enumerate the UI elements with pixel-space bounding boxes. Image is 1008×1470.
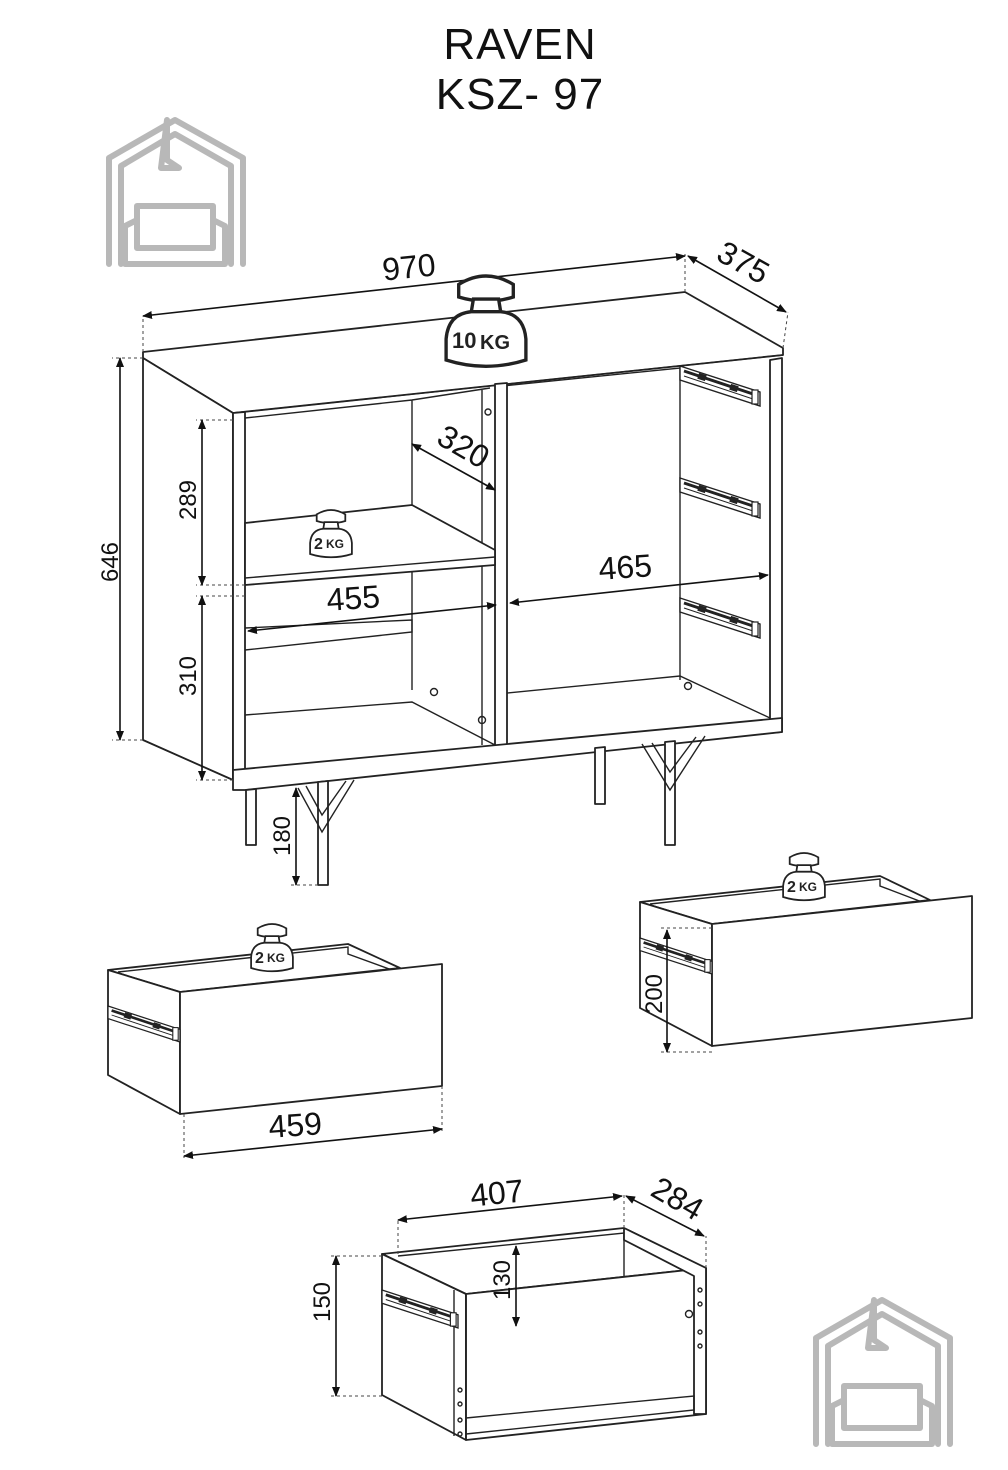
lower-compartment-height-label: 310 — [175, 656, 202, 696]
drawer-box-width-label: 407 — [468, 1172, 525, 1213]
title-block: RAVEN KSZ- 97 — [0, 20, 1008, 120]
drawer-box — [330, 1192, 707, 1441]
top-weight-number: 10 — [452, 328, 476, 353]
product-name: RAVEN — [443, 20, 597, 69]
drawer-inner-height-label: 130 — [489, 1260, 516, 1300]
shelf-weight-number: 2 — [314, 536, 323, 553]
drawer-slide-icon — [678, 364, 762, 408]
house-sofa-logo-icon — [813, 1297, 953, 1447]
drawer-slide-icon — [678, 476, 762, 520]
shelf-depth-label: 320 — [431, 418, 495, 476]
leg-height-label: 180 — [269, 816, 296, 856]
drawer-box-depth-label: 284 — [645, 1170, 709, 1228]
width-label: 970 — [380, 246, 437, 287]
drawer-front-height-label: 200 — [641, 974, 668, 1014]
depth-label: 375 — [711, 234, 775, 291]
height-label: 646 — [97, 542, 124, 582]
left-compartment-width-label: 455 — [325, 578, 381, 618]
drawer-right-weight-number: 2 — [787, 879, 796, 896]
dimension-lines — [112, 253, 789, 886]
sideboard-cabinet — [142, 291, 784, 886]
drawer-left-weight-number: 2 — [255, 950, 264, 967]
drawer-left — [106, 943, 443, 1160]
drawer-slide-icon — [678, 596, 762, 640]
product-code: KSZ- 97 — [435, 70, 605, 119]
drawer-left-weight-unit: KG — [267, 951, 285, 965]
drawer-front-width-label: 459 — [267, 1105, 323, 1145]
top-weight-unit: KG — [480, 332, 510, 354]
upper-compartment-height-label: 289 — [175, 480, 202, 520]
drawer-right-weight-unit: KG — [799, 880, 817, 894]
shelf-weight-unit: KG — [326, 537, 344, 551]
drawer-right — [638, 875, 973, 1053]
drawer-box-height-label: 150 — [309, 1282, 336, 1322]
house-sofa-logo-icon — [106, 117, 246, 267]
right-compartment-width-label: 465 — [597, 547, 653, 587]
